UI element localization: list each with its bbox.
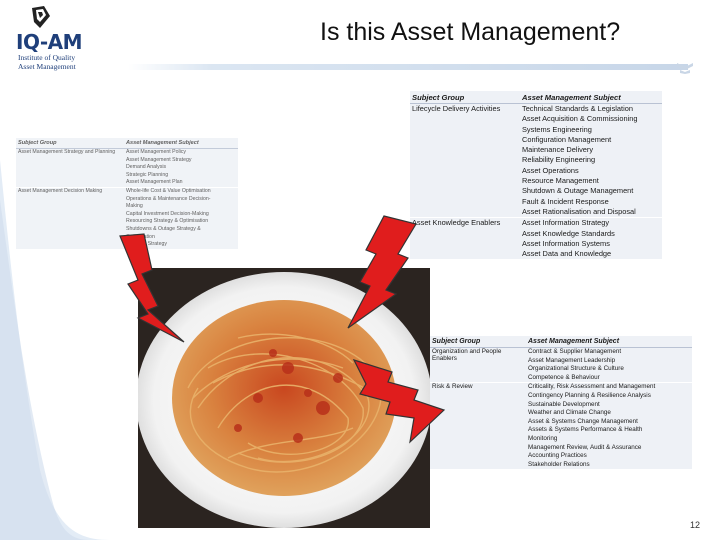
column-header-subject: Asset Management Subject: [520, 91, 662, 104]
logo-line-2: Asset Management: [18, 62, 76, 71]
lifecycle-subject-table: Subject Group Asset Management Subject L…: [410, 91, 662, 260]
subject-item: Asset Acquisition & Commissioning: [522, 114, 638, 124]
subject-list: Asset Information Strategy Asset Knowled…: [520, 217, 662, 260]
subject-item: Asset Management Policy: [126, 149, 186, 155]
subject-group-label: Asset Knowledge Enablers: [410, 217, 520, 260]
column-header-subject: Asset Management Subject: [124, 138, 238, 149]
subject-group-label: Risk & Review: [430, 382, 526, 470]
subject-item: Strategic Planning: [126, 171, 169, 178]
subject-item: Criticality, Risk Assessment and Managem…: [528, 383, 656, 391]
subject-item: Asset Information Strategy: [522, 218, 610, 228]
subject-item: Monitoring: [528, 434, 558, 442]
subject-list: Technical Standards & Legislation Asset …: [520, 104, 662, 218]
column-header-group: Subject Group: [16, 138, 124, 149]
subject-group-label: Asset Management Decision Making: [16, 186, 124, 249]
subject-item: Asset Data and Knowledge: [522, 249, 612, 259]
subject-item: Asset & Systems Change Management: [528, 417, 638, 425]
column-header-group: Subject Group: [410, 91, 520, 104]
subject-item: Asset Management Strategy: [126, 156, 192, 163]
subject-item: Asset Management Plan: [126, 179, 183, 186]
organization-subject-table: Subject Group Asset Management Subject O…: [430, 336, 692, 470]
subject-item: Shutdown & Outage Management: [522, 186, 634, 196]
column-header-subject: Asset Management Subject: [526, 336, 692, 348]
logo-acronym: IQ-AM: [16, 30, 83, 54]
subject-item: Operations & Maintenance Decision-: [126, 195, 211, 202]
subject-item: Systems Engineering: [522, 124, 592, 134]
page-number: 12: [690, 520, 701, 530]
subject-item: Reliability Engineering: [522, 155, 596, 165]
logo-line-1: Institute of Quality: [18, 53, 76, 62]
subject-item: Stakeholder Relations: [528, 460, 590, 468]
subject-list: Criticality, Risk Assessment and Managem…: [526, 382, 692, 470]
subject-item: Contingency Planning & Resilience Analys…: [528, 391, 651, 399]
iqam-logo-icon: [32, 6, 50, 28]
subject-item: Asset Management Leadership: [528, 356, 616, 364]
subject-item: Demand Analysis: [126, 164, 167, 171]
subject-item: Asset Knowledge Standards: [522, 228, 615, 238]
subject-item: Fault & Incident Response: [522, 196, 609, 206]
subject-item: Asset Information Systems: [522, 238, 610, 248]
subject-group-label: Lifecycle Delivery Activities: [412, 104, 501, 113]
column-header-group: Subject Group: [430, 336, 526, 348]
subject-item: Competence & Behaviour: [528, 373, 600, 381]
iqam-logo: IQ-AM Institute of Quality Asset Managem…: [10, 6, 100, 74]
subject-item: Resourcing Strategy & Optimisation: [126, 218, 209, 225]
lightning-bolt-icon: [119, 233, 185, 343]
subject-item: Sustainable Development: [528, 400, 600, 408]
subject-list: Contract & Supplier Management Asset Man…: [526, 348, 692, 383]
subject-item: Weather and Climate Change: [528, 409, 611, 417]
table-row: Organization and People Enablers Contrac…: [430, 348, 692, 383]
subject-item: Organizational Structure & Culture: [528, 365, 624, 373]
subject-item: Making: [126, 203, 143, 210]
subject-item: Management Review, Audit & Assurance: [528, 443, 642, 451]
slide-title: Is this Asset Management?: [320, 18, 621, 46]
table-row: Lifecycle Delivery Activities Technical …: [410, 104, 662, 218]
subject-item: Accounting Practices: [528, 452, 587, 460]
subject-item: Maintenance Delivery: [522, 145, 594, 155]
subject-item: Shutdowns & Outage Strategy &: [126, 225, 201, 232]
subject-item: Contract & Supplier Management: [528, 348, 622, 355]
table-row: Risk & Review Criticality, Risk Assessme…: [430, 382, 692, 470]
subject-group-label: Organization and People Enablers: [432, 348, 502, 362]
subject-list: Asset Management Policy Asset Management…: [124, 149, 238, 188]
corner-chevron-icon: [677, 63, 693, 74]
subject-item: Assets & Systems Performance & Health: [528, 426, 643, 434]
subject-item: Resource Management: [522, 176, 599, 186]
subject-item: Asset Operations: [522, 165, 579, 175]
lightning-bolt-icon: [352, 359, 446, 444]
subject-item: Asset Rationalisation and Disposal: [522, 206, 636, 216]
subject-item: Technical Standards & Legislation: [522, 104, 633, 113]
subject-item: Configuration Management: [522, 134, 612, 144]
lightning-bolt-icon: [347, 215, 417, 329]
header-divider: [128, 64, 688, 70]
subject-item: Whole-life Cost & Value Optimisation: [126, 187, 211, 194]
subject-item: Capital Investment Decision-Making: [126, 210, 209, 217]
subject-group-label: Asset Management Strategy and Planning: [18, 149, 116, 155]
table-row: Asset Knowledge Enablers Asset Informati…: [410, 217, 662, 260]
table-row: Asset Management Strategy and Planning A…: [16, 149, 238, 188]
